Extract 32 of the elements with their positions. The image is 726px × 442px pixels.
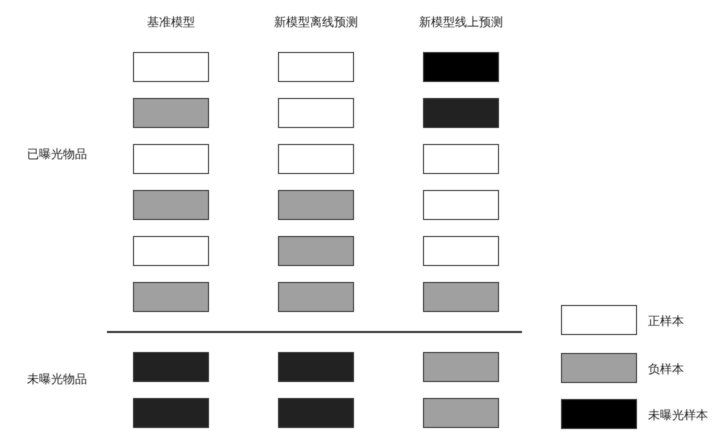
sample-box [133, 144, 209, 174]
sample-box [278, 236, 354, 266]
sample-box [133, 98, 209, 128]
sample-box [278, 190, 354, 220]
sample-box [133, 282, 209, 312]
sample-box [423, 352, 499, 382]
sample-box [423, 190, 499, 220]
sample-box [423, 398, 499, 428]
sample-box [133, 352, 209, 382]
sample-box [423, 282, 499, 312]
sample-box [278, 144, 354, 174]
column-header: 新模型离线预测 [274, 14, 358, 31]
sample-box [423, 144, 499, 174]
sample-box [133, 190, 209, 220]
sample-box [278, 52, 354, 82]
sample-box [423, 236, 499, 266]
sample-box [278, 398, 354, 428]
legend-label: 未曝光样本 [648, 407, 708, 424]
sample-box [133, 236, 209, 266]
legend-label: 正样本 [648, 313, 684, 330]
row-label: 未曝光物品 [27, 371, 87, 388]
sample-box [278, 352, 354, 382]
sample-box [423, 52, 499, 82]
column-header: 新模型线上预测 [419, 14, 503, 31]
row-label: 已曝光物品 [27, 146, 87, 163]
column-header: 基准模型 [147, 14, 195, 31]
sample-box [278, 98, 354, 128]
sample-box [423, 98, 499, 128]
sample-box [133, 52, 209, 82]
legend-label: 负样本 [648, 361, 684, 378]
sample-box [133, 398, 209, 428]
sample-box [278, 282, 354, 312]
